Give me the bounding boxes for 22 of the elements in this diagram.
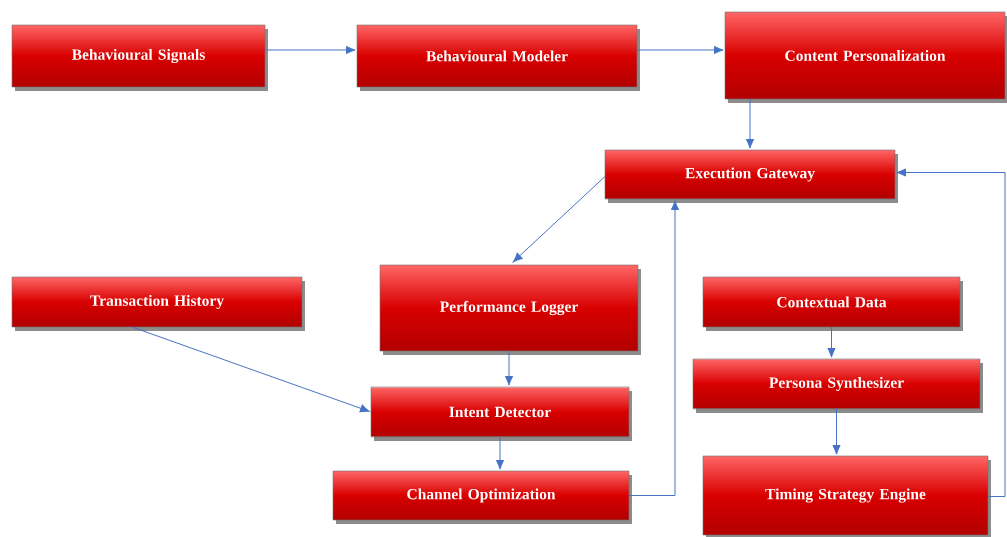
process-box: Intent Detector bbox=[370, 386, 632, 441]
arrow bbox=[827, 326, 836, 358]
process-box: Persona Synthesizer bbox=[692, 358, 983, 413]
arrow bbox=[512, 176, 606, 263]
arrow bbox=[832, 408, 841, 455]
arrow bbox=[264, 45, 356, 55]
arrow bbox=[636, 45, 724, 55]
arrow bbox=[896, 168, 1006, 497]
process-box: Performance Logger bbox=[379, 264, 641, 355]
arrow bbox=[131, 326, 370, 413]
process-box: Execution Gateway bbox=[604, 149, 898, 203]
process-box: Channel Optimization bbox=[332, 470, 632, 524]
arrow bbox=[628, 200, 680, 496]
process-box: Behavioural Modeler bbox=[356, 24, 640, 91]
arrow bbox=[504, 350, 514, 386]
process-box: Contextual Data bbox=[702, 276, 963, 331]
arrow bbox=[745, 98, 755, 149]
arrow bbox=[495, 436, 505, 470]
process-box: Timing Strategy Engine bbox=[702, 455, 991, 537]
process-box: Behavioural Signals bbox=[11, 24, 268, 91]
process-box: Content Personalization bbox=[724, 11, 1007, 103]
process-box: Transaction History bbox=[11, 276, 305, 331]
